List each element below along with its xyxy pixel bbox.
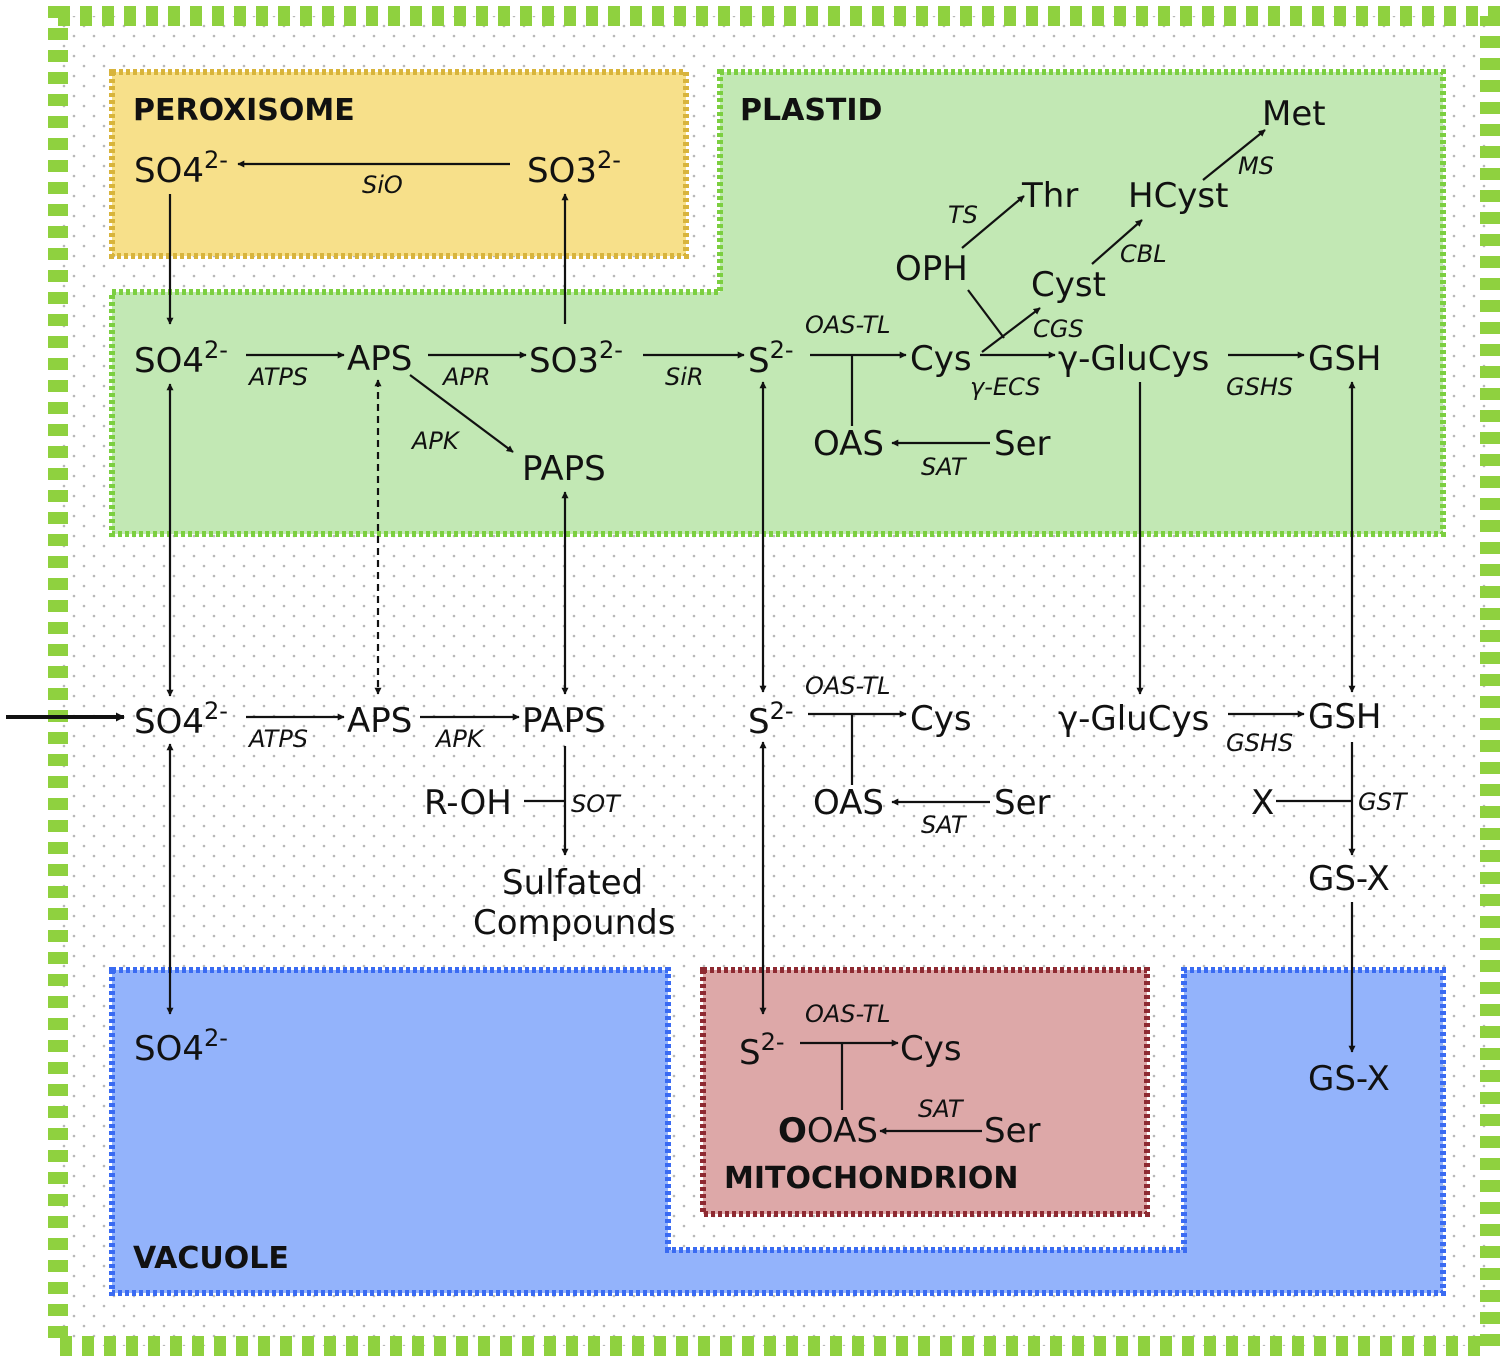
- enzyme-sot: SOT: [571, 790, 622, 818]
- cys-plastid: Cys: [910, 339, 972, 379]
- enzyme-ms: MS: [1238, 152, 1274, 180]
- sulfated-compounds-line1: Sulfated: [502, 863, 643, 903]
- cyst-plastid: Cyst: [1031, 265, 1106, 305]
- so3-plastid: SO32-: [529, 336, 623, 381]
- paps-plastid: PAPS: [522, 449, 606, 489]
- roh-cytosol: R-OH: [424, 783, 512, 823]
- enzyme-sat-cytosol: SAT: [921, 811, 968, 839]
- sulfide-plastid: S2-: [748, 336, 794, 381]
- met-plastid: Met: [1262, 94, 1326, 134]
- oas-plastid: OAS: [813, 424, 884, 464]
- so4-peroxisome: SO42-: [134, 146, 228, 191]
- gsh-plastid: GSH: [1308, 339, 1382, 379]
- cell-membrane: [48, 6, 1500, 1356]
- so4-cytosol: SO42-: [134, 697, 228, 742]
- x-cytosol: X: [1251, 783, 1274, 823]
- glucys-cytosol: γ-GluCys: [1058, 699, 1209, 739]
- so3-peroxisome: SO32-: [527, 146, 621, 191]
- peroxisome-label: PEROXISOME: [133, 93, 355, 128]
- arrow-cbl: [1091, 219, 1143, 265]
- enzyme-apk-cytosol: APK: [434, 725, 485, 753]
- oph-plastid: OPH: [895, 249, 968, 289]
- line-oph-join: [967, 289, 1005, 339]
- enzyme-sir: SiR: [665, 363, 704, 391]
- enzyme-apk-plastid: APK: [410, 427, 461, 455]
- enzyme-gst: GST: [1358, 788, 1409, 816]
- enzyme-oastl-plastid: OAS-TL: [805, 311, 891, 339]
- oas-mito: OOAS: [778, 1111, 878, 1151]
- enzyme-gshs-plastid: GSHS: [1226, 373, 1293, 401]
- plastid-compartment: [109, 69, 1446, 537]
- enzyme-gshs-cytosol: GSHS: [1226, 729, 1293, 757]
- cys-cytosol: Cys: [910, 699, 972, 739]
- cys-mito: Cys: [900, 1029, 962, 1069]
- mitochondrion-label: MITOCHONDRION: [724, 1161, 1019, 1196]
- vacuole-compartment: [109, 967, 1446, 1296]
- mitochondrion-compartment: [700, 967, 1150, 1217]
- enzyme-oastl-mito: OAS-TL: [805, 1000, 891, 1028]
- ser-mito: Ser: [984, 1111, 1041, 1151]
- arrow-cgs: [981, 307, 1041, 353]
- so4-vacuole: SO42-: [134, 1024, 228, 1069]
- ser-plastid: Ser: [994, 424, 1051, 464]
- sulfated-compounds-line2: Compounds: [473, 903, 675, 943]
- gsh-cytosol: GSH: [1308, 697, 1382, 737]
- sulfide-cytosol: S2-: [748, 697, 794, 742]
- enzyme-atps-plastid: ATPS: [247, 363, 308, 391]
- arrow-apk-plastid: [409, 374, 514, 453]
- aps-cytosol: APS: [347, 701, 412, 741]
- enzyme-sio: SiO: [362, 171, 403, 199]
- enzyme-sat-mito: SAT: [918, 1095, 965, 1123]
- arrow-ms: [1202, 129, 1266, 181]
- plastid-label: PLASTID: [740, 93, 882, 128]
- vacuole-label: VACUOLE: [133, 1241, 289, 1276]
- enzyme-cbl: CBL: [1120, 240, 1167, 268]
- so4-plastid: SO42-: [134, 336, 228, 381]
- enzyme-gecs: γ-ECS: [970, 373, 1040, 401]
- enzyme-cgs: CGS: [1033, 315, 1084, 343]
- gsx-cytosol: GS-X: [1308, 859, 1390, 899]
- oas-cytosol: OAS: [813, 783, 884, 823]
- thr-plastid: Thr: [1021, 176, 1078, 216]
- enzyme-apr: APR: [441, 363, 491, 391]
- ser-cytosol: Ser: [994, 783, 1051, 823]
- hcyst-plastid: HCyst: [1128, 176, 1228, 216]
- aps-plastid: APS: [347, 339, 412, 379]
- arrow-ts: [961, 195, 1025, 249]
- enzyme-atps-cytosol: ATPS: [247, 725, 308, 753]
- paps-cytosol: PAPS: [522, 701, 606, 741]
- enzyme-sat-plastid: SAT: [921, 453, 968, 481]
- gsx-vacuole: GS-X: [1308, 1059, 1390, 1099]
- sulfide-mito: S2-: [739, 1028, 785, 1073]
- glucys-plastid: γ-GluCys: [1058, 339, 1209, 379]
- enzyme-oastl-cytosol: OAS-TL: [805, 672, 891, 700]
- enzyme-ts: TS: [948, 201, 978, 229]
